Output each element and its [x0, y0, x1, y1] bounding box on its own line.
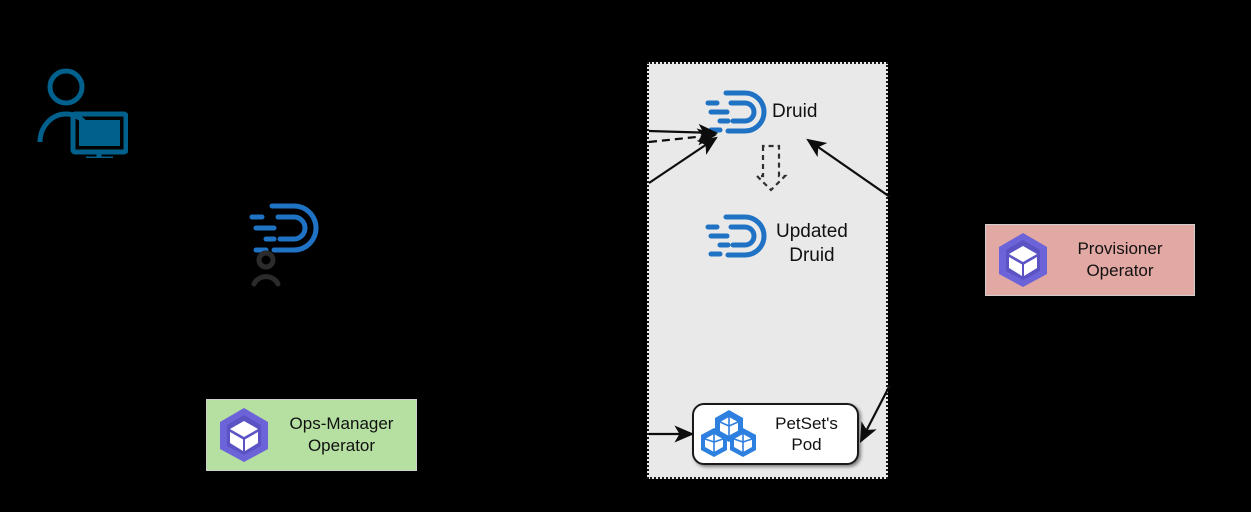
updated-druid-resource-label: Updated Druid — [776, 221, 848, 266]
druid-logo-with-user-icon — [244, 198, 334, 288]
updated-druid-logo-icon — [702, 212, 772, 264]
kubernetes-pods-icon — [698, 408, 760, 460]
provisioner-operator-label: Provisioner Operator — [1077, 238, 1163, 280]
petset-pod-box[interactable]: PetSet's Pod — [692, 403, 859, 465]
user-at-computer-icon — [36, 66, 129, 162]
druid-logo-icon — [702, 88, 772, 140]
petset-pod-label: PetSet's Pod — [775, 413, 838, 454]
operator-cube-icon — [215, 406, 273, 464]
druid-resource-label: Druid — [772, 101, 818, 122]
ops-manager-operator-label: Ops-Manager Operator — [289, 413, 394, 455]
operator-cube-icon — [994, 231, 1052, 289]
ops-manager-operator-box[interactable]: Ops-Manager Operator — [206, 399, 417, 471]
provisioner-operator-box[interactable]: Provisioner Operator — [985, 224, 1195, 296]
